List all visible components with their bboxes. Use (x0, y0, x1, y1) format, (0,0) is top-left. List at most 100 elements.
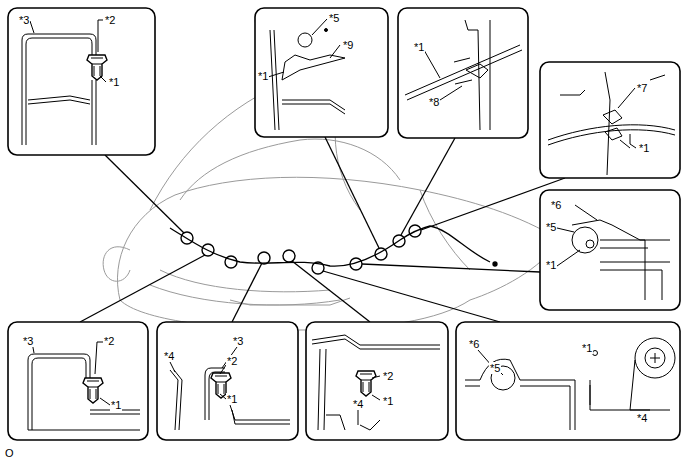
figure-id: O (4, 447, 15, 459)
vehicle-outline (180, 139, 400, 200)
clamp-detail (548, 72, 675, 175)
bracket-detail (87, 55, 107, 80)
callout-number: *1 (226, 393, 238, 405)
bracket-detail (28, 410, 140, 430)
callout-number: *1 (545, 259, 557, 271)
bracket-detail (230, 405, 290, 424)
panel-leader (362, 264, 540, 272)
clamp-detail (268, 19, 345, 130)
clamp-detail (605, 72, 610, 175)
clamp-detail (490, 20, 491, 130)
clamp-detail (440, 86, 462, 100)
clamp-detail (270, 30, 279, 130)
clamp-detail (548, 125, 675, 145)
clamp-detail (560, 75, 665, 95)
clamp-detail (630, 353, 670, 410)
location-circle (409, 225, 421, 237)
vehicle-outline (420, 190, 470, 270)
callout-number: *5 (489, 362, 501, 374)
callout-number: *1 (413, 41, 425, 53)
location-circle (283, 250, 295, 262)
detail-panel (8, 322, 148, 440)
clamp-detail (465, 20, 480, 130)
bracket-detail (22, 34, 96, 145)
callout-number: *1 (382, 395, 394, 407)
callout-number: *6 (550, 199, 562, 211)
callout-number: *1 (108, 76, 120, 88)
bracket-detail (92, 80, 96, 145)
panel-leader (325, 137, 379, 248)
wire-harness (170, 226, 497, 266)
location-circle (202, 244, 214, 256)
bracket-detail (312, 335, 440, 430)
clamp-detail (572, 220, 670, 240)
clamp-detail (312, 19, 327, 35)
clamp-detail (405, 45, 522, 100)
panel-leader (323, 271, 500, 322)
clamp-detail (325, 29, 328, 32)
bracket-detail (356, 371, 376, 396)
detail-panel (456, 322, 680, 440)
location-circle (181, 232, 193, 244)
location-circle (258, 252, 270, 264)
clamp-detail (590, 380, 650, 410)
vehicle-outline (117, 177, 560, 300)
callout-number: *7 (636, 82, 648, 94)
location-circle (350, 258, 362, 270)
panel-leader (292, 261, 370, 322)
bracket-detail (318, 349, 326, 430)
clamp-detail (282, 100, 345, 114)
detail-panel (157, 322, 298, 440)
bracket-detail (312, 335, 440, 349)
detail-panel (398, 8, 528, 138)
bracket-detail (100, 398, 110, 405)
bracket-detail (170, 347, 290, 430)
panel-leader (105, 155, 184, 233)
callout-number: *4 (163, 350, 175, 362)
clamp-detail (586, 240, 594, 248)
detail-panel (540, 62, 680, 178)
detail-panel (8, 8, 155, 155)
clamp-detail (330, 45, 340, 58)
callout-number: *1 (110, 399, 122, 411)
callout-number: *6 (468, 338, 480, 350)
clamp-detail (572, 227, 598, 253)
callout-number: *4 (636, 412, 648, 424)
wire-harness (170, 226, 490, 266)
bracket-detail (372, 395, 380, 400)
bracket-detail (170, 362, 175, 372)
clamp-detail (557, 205, 670, 300)
callout-number: *2 (103, 335, 115, 347)
vehicle-outline (103, 247, 130, 281)
vehicle-outline (230, 298, 350, 305)
bracket-detail (98, 20, 103, 52)
location-circle (312, 262, 324, 274)
panel-leader (232, 263, 262, 322)
bracket-detail (26, 342, 140, 430)
clamp-detail (282, 55, 345, 80)
panel-leader (80, 137, 565, 322)
location-circle (181, 225, 421, 274)
callout-number: *3 (232, 335, 244, 347)
detail-panel (8, 8, 680, 440)
bracket-detail (28, 354, 90, 430)
clamp-detail (557, 228, 574, 232)
clamp-detail (298, 33, 312, 47)
bracket-detail (170, 370, 182, 430)
clamp-detail (618, 88, 635, 108)
vehicle-outline (150, 270, 340, 305)
location-circle (375, 248, 387, 260)
clamp-detail (575, 205, 597, 220)
callout-number: *8 (428, 96, 440, 108)
callout-number: *1 (257, 70, 269, 82)
callout-number: *2 (226, 355, 238, 367)
clamp-detail (620, 134, 636, 148)
callout-number: *3 (22, 335, 34, 347)
wire-harness (493, 262, 497, 266)
clamp-detail (465, 338, 675, 430)
callout-number: *5 (545, 221, 557, 233)
bracket-detail (326, 415, 380, 430)
detail-panel (540, 190, 680, 310)
clamp-detail (557, 250, 580, 266)
